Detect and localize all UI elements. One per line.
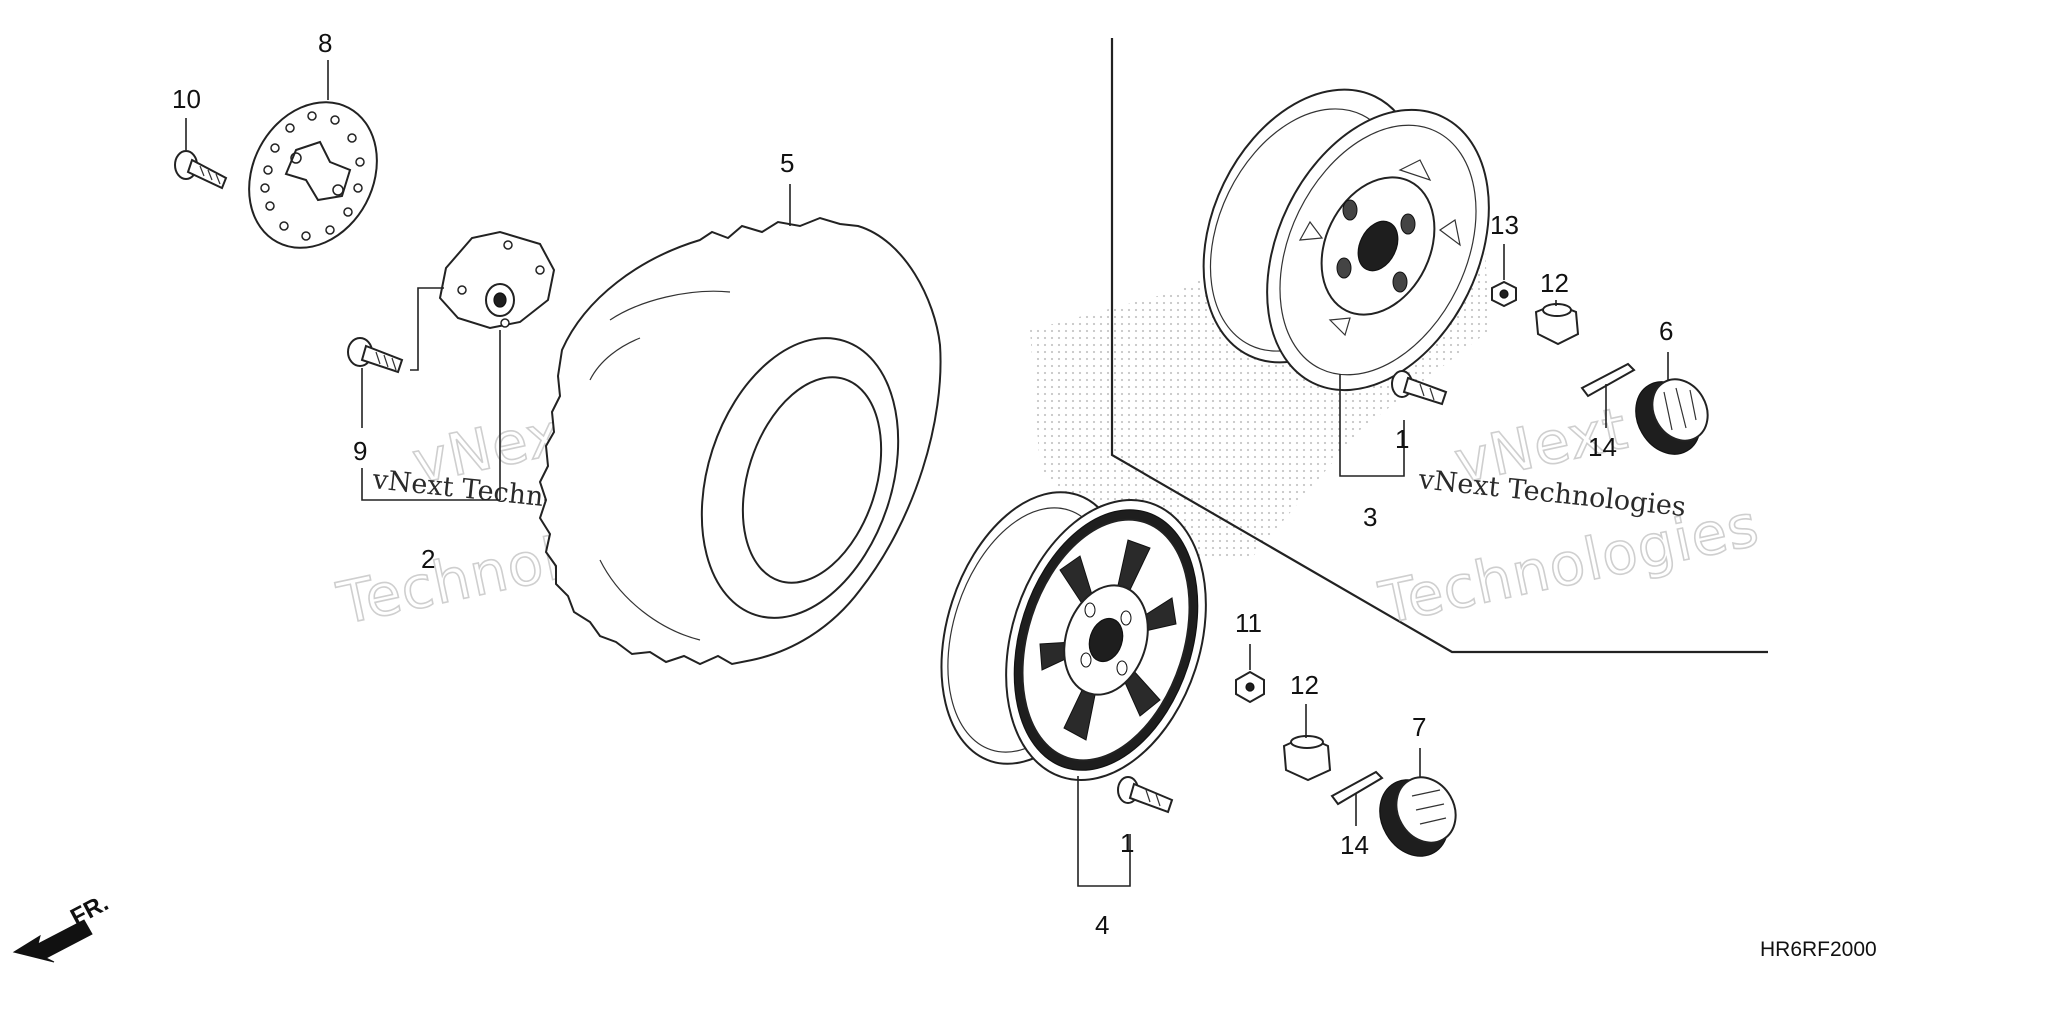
callout-13: 13 — [1490, 210, 1519, 240]
watermark-right: vNext Technologies vNext Technologies — [1373, 393, 1766, 638]
callout-1-upper: 1 — [1395, 424, 1409, 454]
part-tire-5 — [538, 216, 942, 666]
part-hub-2 — [438, 230, 556, 330]
part-bolt-9 — [347, 337, 404, 374]
part-brake-disc-8 — [248, 101, 378, 249]
leader-2 — [361, 468, 500, 501]
part-valve-1-upper — [1391, 370, 1448, 406]
part-wheel-4 — [940, 491, 1207, 781]
callout-3: 3 — [1363, 502, 1377, 532]
part-nut-12-lower — [1282, 734, 1332, 782]
part-wheel-3 — [1202, 88, 1490, 392]
callout-12-lower: 12 — [1290, 670, 1319, 700]
leader-3 — [1339, 374, 1405, 477]
callout-12-upper: 12 — [1540, 268, 1569, 298]
part-cap-6 — [1635, 378, 1709, 455]
part-nut-13 — [1491, 280, 1517, 308]
callout-14-lower: 14 — [1340, 830, 1369, 860]
part-bolt-10 — [174, 150, 228, 190]
front-direction-indicator: FR. — [12, 889, 113, 963]
callout-10: 10 — [172, 84, 201, 114]
leader-9-hub — [410, 287, 444, 371]
diagram-code: HR6RF2000 — [1760, 938, 1877, 961]
callout-9: 9 — [353, 436, 367, 466]
part-cap-7 — [1379, 776, 1457, 857]
front-label: FR. — [66, 889, 113, 931]
callout-2: 2 — [421, 544, 435, 574]
callout-1-lower: 1 — [1120, 828, 1134, 858]
part-valve-1-lower — [1117, 776, 1174, 814]
part-cotter-pin-14-upper — [1580, 362, 1636, 398]
section-boundary-line — [1110, 38, 1768, 654]
part-nut-11 — [1235, 670, 1265, 704]
callout-7: 7 — [1412, 712, 1426, 742]
leader-4 — [1077, 776, 1131, 887]
callout-6: 6 — [1659, 316, 1673, 346]
callout-4: 4 — [1095, 910, 1109, 940]
callout-5: 5 — [780, 148, 794, 178]
callout-8: 8 — [318, 28, 332, 58]
callout-14-upper: 14 — [1588, 432, 1617, 462]
part-nut-12-upper — [1534, 302, 1580, 346]
front-direction-arrow-icon — [12, 919, 93, 963]
svg-text:Technologies: Technologies — [1373, 491, 1764, 638]
part-cotter-pin-14-lower — [1330, 770, 1384, 806]
callout-11: 11 — [1235, 608, 1262, 638]
